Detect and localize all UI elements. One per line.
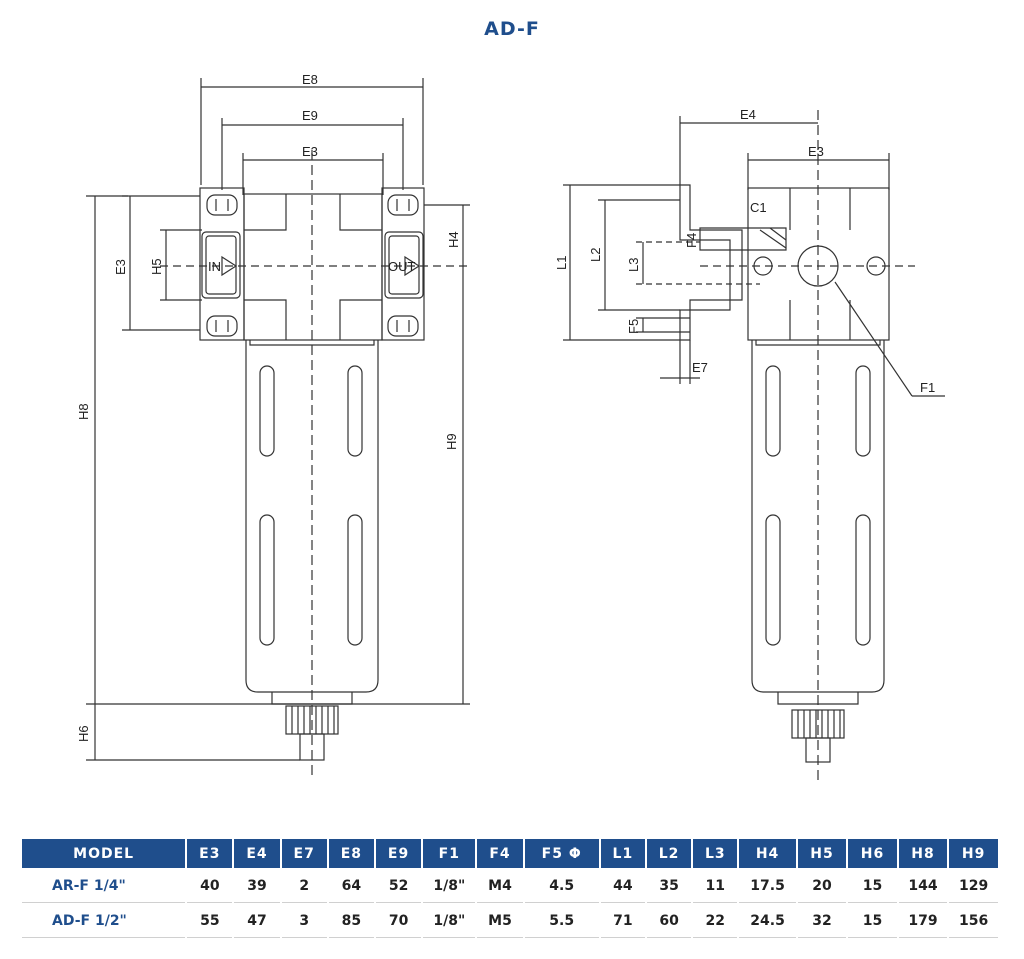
f1-leader [834, 281, 913, 397]
cell-e9: 52 [375, 870, 422, 903]
header-h8: H8 [898, 839, 948, 868]
header-l2: L2 [646, 839, 692, 868]
header-e9: E9 [375, 839, 422, 868]
cell-f1: 1/8" [423, 905, 476, 938]
header-l1: L1 [600, 839, 645, 868]
cell-h5: 32 [797, 905, 847, 938]
cell-l3: 22 [693, 905, 738, 938]
label-e4: E4 [740, 107, 756, 122]
table-row: AR-F 1/4" 40 39 2 64 52 1/8" M4 4.5 44 3… [22, 870, 998, 903]
cell-h6: 15 [848, 905, 897, 938]
header-e7: E7 [281, 839, 327, 868]
cell-e3: 40 [187, 870, 233, 903]
cell-e8: 85 [328, 905, 374, 938]
cell-model: AD-F 1/2" [22, 905, 186, 938]
label-l1: L1 [554, 256, 569, 270]
label-e3-side: E3 [808, 144, 824, 159]
cell-f1: 1/8" [423, 870, 476, 903]
header-l3: L3 [693, 839, 738, 868]
label-h9: H9 [444, 433, 459, 450]
cell-l1: 44 [600, 870, 645, 903]
cell-h8: 144 [898, 870, 948, 903]
header-e3: E3 [187, 839, 233, 868]
cell-e9: 70 [375, 905, 422, 938]
label-e3-vertical: E3 [113, 259, 128, 275]
cell-h9: 129 [949, 870, 998, 903]
page-title: AD-F [484, 18, 540, 40]
cell-e4: 39 [234, 870, 280, 903]
header-f1: F1 [423, 839, 476, 868]
label-f4: F4 [684, 233, 699, 248]
side-head [747, 187, 890, 341]
cell-h6: 15 [848, 870, 897, 903]
cell-f5: 5.5 [524, 905, 599, 938]
cell-h4: 24.5 [739, 905, 796, 938]
table-header-row: MODEL E3 E4 E7 E8 E9 F1 F4 F5 Φ L1 L2 L3… [22, 839, 998, 868]
front-view: E8 E9 E3 E3 H5 H4 H8 H9 H6 IN OUT [76, 72, 470, 780]
cell-h5: 20 [797, 870, 847, 903]
side-filter-bowl [751, 340, 885, 693]
header-e4: E4 [234, 839, 280, 868]
label-out: OUT [388, 259, 416, 274]
label-l2: L2 [588, 248, 603, 262]
label-e8: E8 [302, 72, 318, 87]
label-e7: E7 [692, 360, 708, 375]
header-h6: H6 [848, 839, 897, 868]
cell-model: AR-F 1/4" [22, 870, 186, 903]
label-f5: F5 [626, 319, 641, 334]
cell-e8: 64 [328, 870, 374, 903]
table-row: AD-F 1/2" 55 47 3 85 70 1/8" M5 5.5 71 6… [22, 905, 998, 938]
in-port [201, 231, 241, 299]
cell-e7: 3 [281, 905, 327, 938]
label-in: IN [208, 259, 221, 274]
cell-h9: 156 [949, 905, 998, 938]
cell-e7: 2 [281, 870, 327, 903]
cell-f5: 4.5 [524, 870, 599, 903]
label-c1: C1 [750, 200, 767, 215]
cell-e3: 55 [187, 905, 233, 938]
side-view: E4 E3 C1 F4 L1 L2 L3 F5 E7 F1 [554, 107, 945, 780]
cell-l1: 71 [600, 905, 645, 938]
out-port [384, 231, 424, 299]
cell-l2: 60 [646, 905, 692, 938]
cell-h4: 17.5 [739, 870, 796, 903]
mounting-bracket [679, 184, 743, 341]
spec-table: MODEL E3 E4 E7 E8 E9 F1 F4 F5 Φ L1 L2 L3… [20, 837, 1000, 940]
head-body [243, 193, 383, 341]
header-f5: F5 Φ [524, 839, 599, 868]
header-e8: E8 [328, 839, 374, 868]
label-h8: H8 [76, 403, 91, 420]
technical-drawing: E8 E9 E3 E3 H5 H4 H8 H9 H6 IN OUT [76, 72, 945, 780]
cell-f4: M5 [477, 905, 523, 938]
label-f1: F1 [920, 380, 935, 395]
cell-f4: M4 [477, 870, 523, 903]
label-l3: L3 [626, 258, 641, 272]
cell-l2: 35 [646, 870, 692, 903]
header-h4: H4 [739, 839, 796, 868]
header-model: MODEL [22, 839, 186, 868]
header-f4: F4 [477, 839, 523, 868]
cell-e4: 47 [234, 905, 280, 938]
label-h6: H6 [76, 725, 91, 742]
label-e3: E3 [302, 144, 318, 159]
cell-l3: 11 [693, 870, 738, 903]
label-h5: H5 [149, 258, 164, 275]
header-h5: H5 [797, 839, 847, 868]
header-h9: H9 [949, 839, 998, 868]
filter-bowl [245, 340, 379, 693]
label-e9: E9 [302, 108, 318, 123]
cell-h8: 179 [898, 905, 948, 938]
label-h4: H4 [446, 231, 461, 248]
